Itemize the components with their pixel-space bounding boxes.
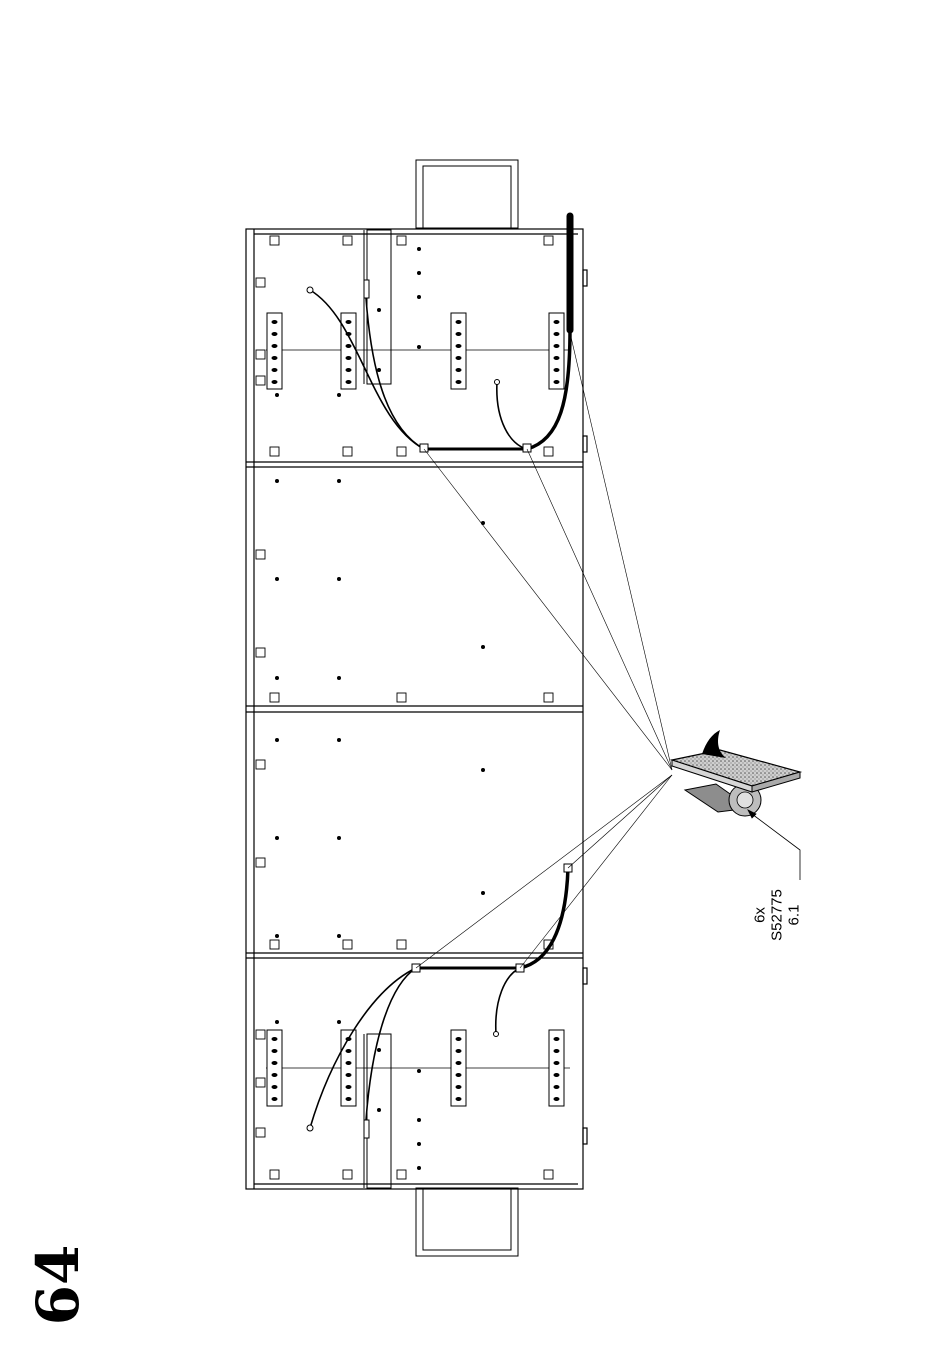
adhesive-pad-icon xyxy=(672,730,800,816)
bottom-frame xyxy=(416,1188,518,1256)
callout-leader xyxy=(748,810,800,880)
cabinet-outline xyxy=(246,229,587,1189)
part-reference: 6.1 xyxy=(786,889,803,941)
cable-channel-top xyxy=(364,230,391,384)
leader-lines xyxy=(416,320,672,968)
rail-slots-top xyxy=(272,320,560,384)
top-section-guides xyxy=(266,350,570,1068)
part-callout: 6x S52775 6.1 xyxy=(742,875,812,955)
part-number: S52775 xyxy=(769,889,786,941)
clip-markers xyxy=(256,236,553,1179)
top-frame xyxy=(416,160,518,228)
rail-slots-bottom xyxy=(272,1037,560,1101)
rail-brackets-top xyxy=(267,313,564,389)
part-quantity: 6x xyxy=(752,889,769,941)
